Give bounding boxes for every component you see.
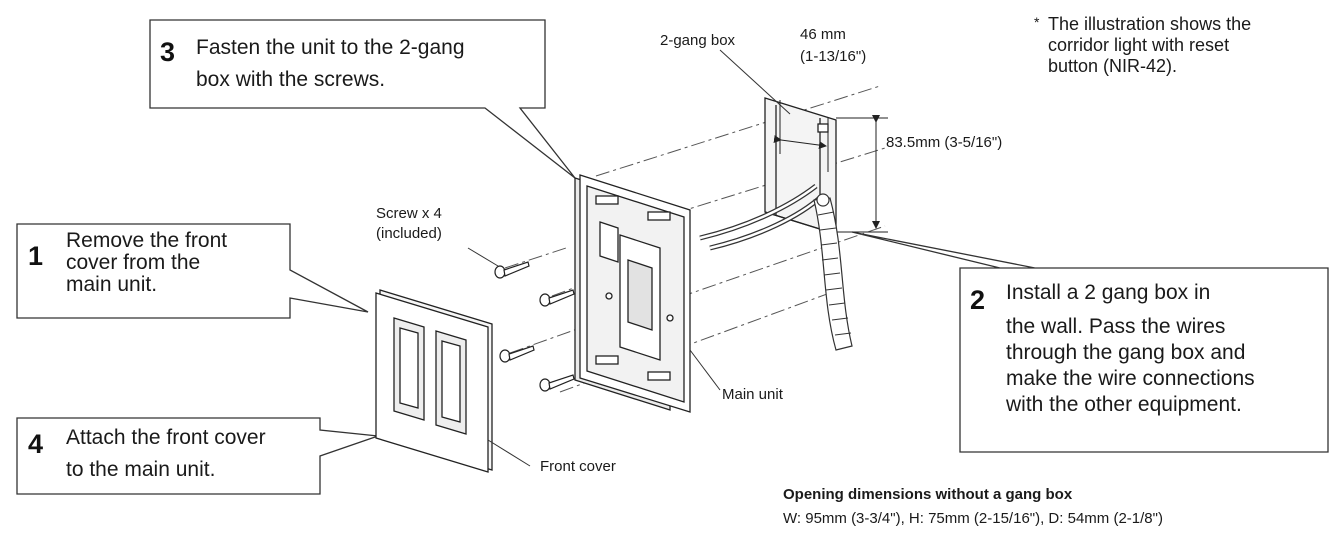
main-unit-leader (689, 349, 721, 391)
step-1-text: Remove the front cover from the main uni… (66, 229, 228, 296)
screw-leader (467, 247, 499, 267)
screw-4 (539, 374, 575, 392)
main-unit (574, 174, 691, 413)
front-cover (375, 289, 493, 473)
opening-dimensions-title: Opening dimensions without a gang box (783, 486, 1073, 503)
front-cover-label: Front cover (540, 458, 616, 475)
step-3-number: 3 (160, 37, 176, 67)
callout-step-4 (16, 417, 379, 495)
screw-1 (494, 261, 530, 279)
gang-box-leader (719, 49, 791, 115)
step-4-number: 4 (28, 429, 44, 459)
screw-3 (499, 345, 535, 363)
width-dimension-label: 46 mm (1-13/16") (800, 26, 867, 65)
wires (699, 184, 824, 251)
height-dimension (836, 115, 888, 233)
step-1-number: 1 (28, 241, 44, 271)
front-cover-leader (487, 439, 531, 467)
screw-label: Screw x 4 (included) (376, 205, 442, 242)
step-3-text: Fasten the unit to the 2-gang box with t… (196, 36, 465, 91)
screw-2 (539, 289, 575, 307)
step-2-number: 2 (970, 285, 986, 315)
opening-dimensions-values: W: 95mm (3-3/4"), H: 75mm (2-15/16"), D:… (783, 510, 1163, 527)
step-2-text: Install a 2 gang box in the wall. Pass t… (1006, 281, 1255, 416)
step-4-text: Attach the front cover to the main unit. (66, 426, 266, 481)
main-unit-label: Main unit (722, 386, 783, 403)
screws (494, 261, 575, 392)
gang-box-label: 2-gang box (660, 32, 736, 49)
note-asterisk: * (1034, 14, 1040, 30)
callout-step-2 (851, 231, 1329, 453)
callout-step-3 (149, 19, 576, 179)
conduit (813, 193, 853, 351)
illustration-note: The illustration shows the corridor ligh… (1048, 14, 1252, 76)
callout-step-1 (16, 223, 369, 319)
width-dimension (773, 100, 829, 172)
height-dimension-label: 83.5mm (3-5/16") (886, 134, 1003, 151)
